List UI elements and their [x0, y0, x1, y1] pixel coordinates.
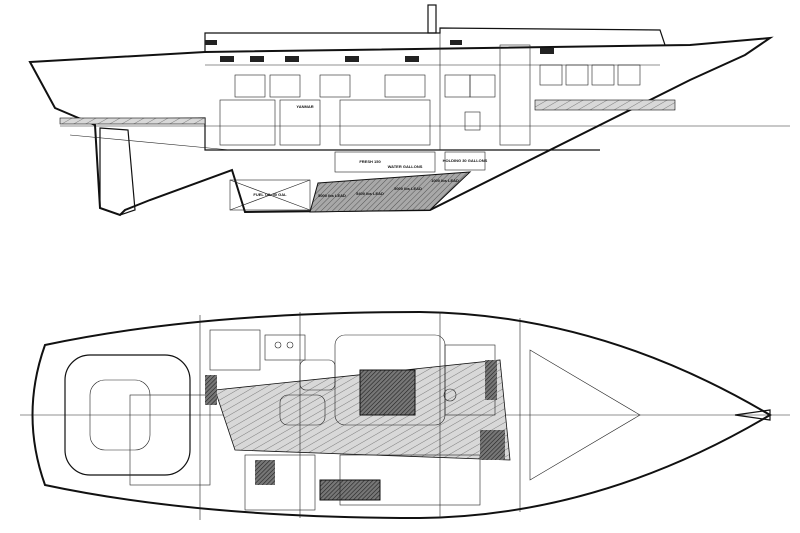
toilet-icon [443, 388, 457, 402]
fuel-tank-label: FUEL OIL 50 GAL [253, 192, 287, 197]
rudder [99, 127, 136, 216]
prop-shaft [69, 134, 231, 151]
ballast-label: 5000 lbs LEAD [394, 186, 422, 191]
tanks: FUEL OIL 50 GAL FRESH 150 WATER GALLONS … [229, 104, 488, 211]
water-tank-label-2: WATER GALLONS [388, 164, 423, 169]
ballast-label: 1000 lbs LEAD [431, 178, 459, 183]
cockpit-seat [89, 379, 151, 451]
ballast-labels: 5000 lbs LEAD 5400 lbs LEAD 5000 lbs LEA… [318, 178, 459, 198]
fuel-tank [229, 179, 311, 211]
plan-view [20, 310, 790, 520]
ballast-label: 5000 lbs LEAD [318, 193, 346, 198]
cabin-trunk [204, 27, 666, 52]
hull-plan [31, 310, 772, 520]
holding-tank-label: HOLDING 30 GALLONS [443, 158, 488, 163]
ballast-label: 5400 lbs LEAD [356, 191, 384, 196]
interior-joinery [205, 33, 660, 150]
cockpit [64, 354, 191, 476]
bowsprit [734, 409, 771, 421]
vberth-floor [534, 99, 676, 111]
water-tank-label-1: FRESH 150 [359, 159, 381, 164]
saloon-table [359, 369, 416, 416]
portlights [205, 40, 554, 62]
hull-profile [28, 36, 774, 217]
stove-burner-icon [286, 341, 294, 349]
settee-cushion [319, 479, 381, 501]
engine-label: YANMAR [296, 104, 313, 109]
cockpit-floor [59, 117, 206, 125]
mast-stub [427, 4, 437, 34]
water-tank [334, 151, 436, 173]
lead-ballast [309, 171, 472, 213]
plan-joinery [129, 312, 641, 520]
bulkheads [205, 360, 505, 485]
stove-burner-icon [274, 341, 282, 349]
profile-view: FUEL OIL 50 GAL FRESH 150 WATER GALLONS … [28, 4, 790, 217]
holding-tank [444, 151, 486, 171]
